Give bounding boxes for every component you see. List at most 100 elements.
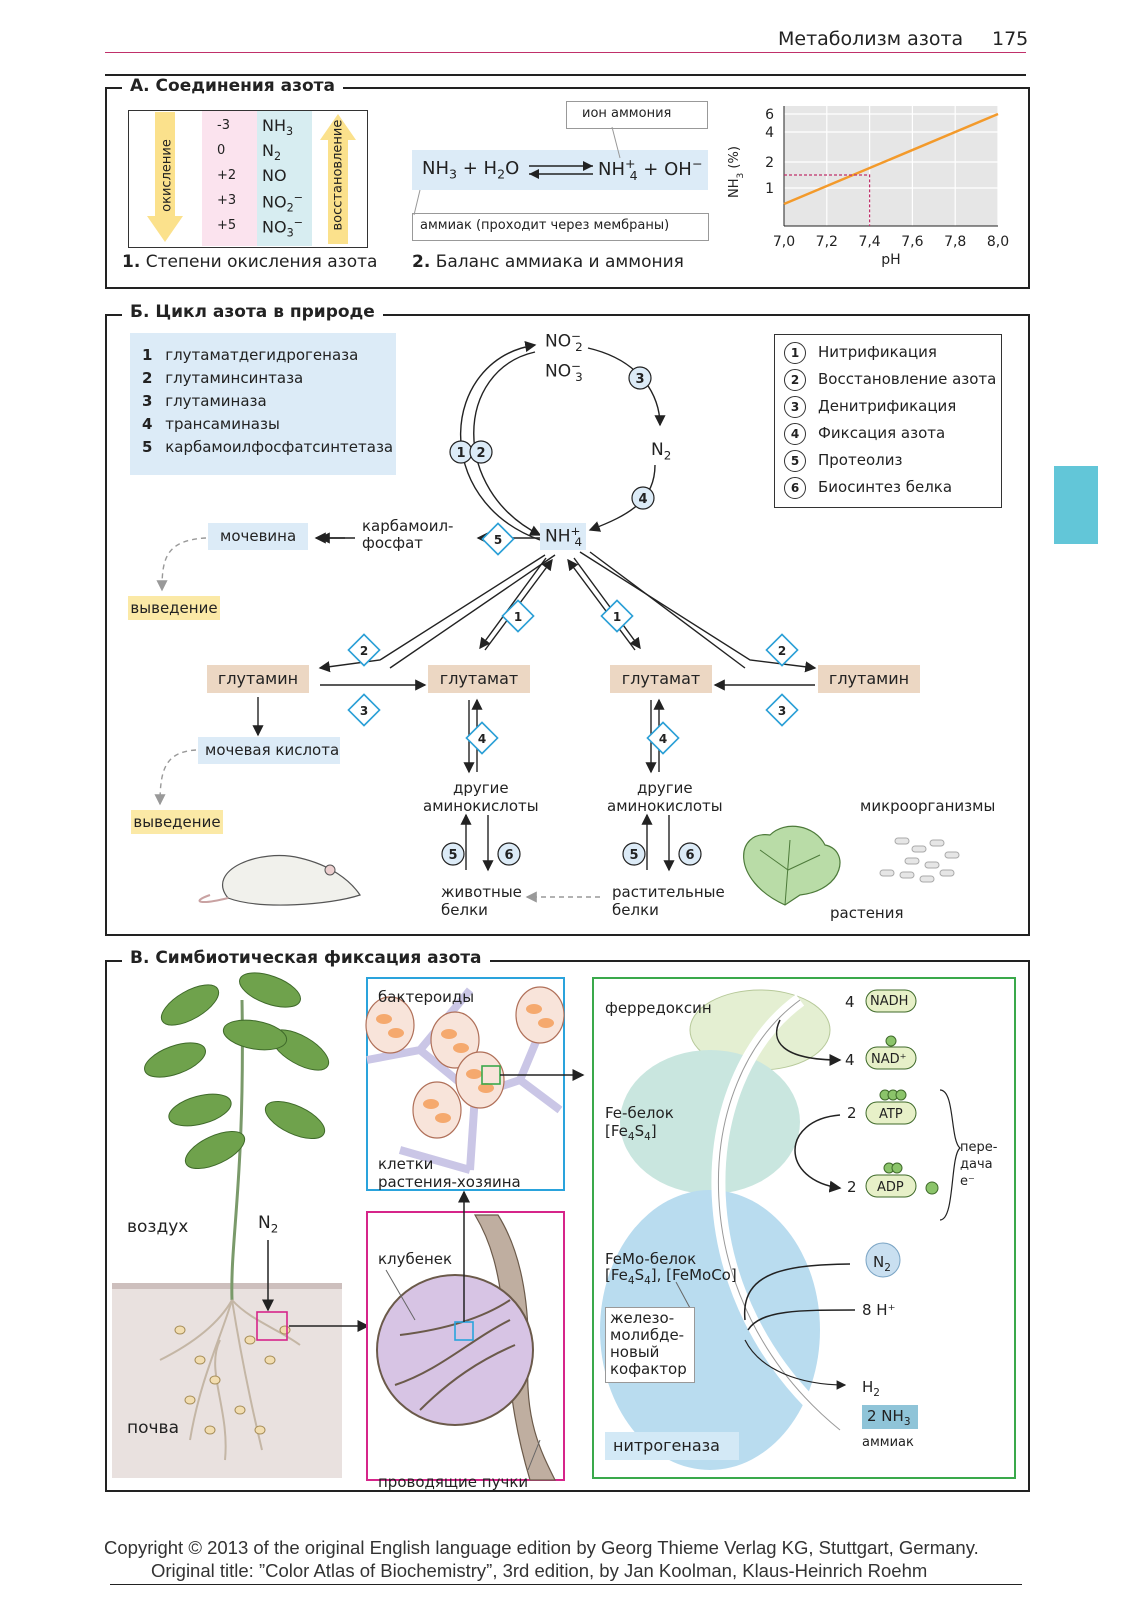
chart-x-tick-label: 7,4	[858, 234, 880, 250]
carbamoyl-label-1: карбамоил-	[362, 517, 454, 535]
fe-protein-cluster: [Fe4S4]	[605, 1122, 657, 1143]
chart-annotation-line	[784, 174, 871, 226]
cycle-badge-3-label: 3	[635, 372, 644, 387]
chart-x-tick-label: 7,0	[773, 234, 795, 250]
process-item: Восстановление азота	[818, 370, 997, 388]
section-a-box	[105, 87, 1030, 289]
plant-leaf-1	[239, 972, 301, 1008]
h2-output-arrow	[744, 1339, 847, 1390]
other-aa-right-2: аминокислоты	[607, 797, 723, 815]
rat-illustration	[221, 854, 361, 906]
enzyme-badge-3-left	[347, 693, 381, 727]
h-plus-label: 8 H⁺	[862, 1301, 896, 1319]
uric-acid-node	[198, 737, 340, 764]
fe-protein-label: Fe-белок	[605, 1104, 674, 1122]
ammonium-label: NH+4	[545, 524, 583, 550]
transfer-label-2: дача	[960, 1157, 993, 1172]
nodule-label: клубенек	[378, 1250, 453, 1268]
ammonia-product-label: аммиак	[862, 1435, 914, 1450]
other-aa-left-1: другие	[453, 779, 509, 797]
ammonium-glutamate-left-a	[479, 557, 547, 650]
ox-state-species: NO3−	[262, 216, 304, 240]
enzyme-item: 4 трансаминазы	[142, 415, 280, 433]
released-phosphate	[925, 1181, 939, 1195]
chart-x-tick-label: 7,8	[944, 234, 966, 250]
plant-root-2	[159, 1299, 233, 1361]
bacteroid-3a	[423, 1099, 439, 1109]
equilibrium-box	[412, 150, 708, 190]
cycle-badge-2-label: 2	[476, 446, 485, 461]
bacteroids-label: бактероиды	[378, 988, 475, 1006]
root-nodule-5	[234, 1405, 246, 1415]
ammonia-label: аммиак (проходит через мембраны)	[420, 218, 670, 233]
enzyme-badge-4-right	[646, 721, 680, 755]
femo-protein-shape	[600, 1190, 820, 1470]
ox-state-number: 0	[217, 143, 226, 158]
bacteroid-cell-4	[515, 986, 565, 1044]
ammonium-to-glutamine-left-1	[318, 554, 546, 673]
uric-acid-label: мочевая кислота	[205, 741, 340, 759]
host-cells-label-1: клетки	[378, 1155, 434, 1173]
section-a-title: А. Соединения азота	[122, 76, 343, 96]
glutamine-left: глутамин	[207, 665, 309, 693]
microorganism-3	[904, 857, 920, 865]
process-legend	[774, 334, 1002, 508]
ammonium-node	[540, 523, 586, 550]
equilibrium-left: NH3 + H2O	[422, 158, 520, 182]
cofactor-label-1: железо-	[610, 1309, 675, 1327]
section-c-box	[105, 960, 1030, 1492]
denitrification-arc	[587, 347, 666, 427]
nh3-product-box	[862, 1405, 918, 1429]
nodule-highlight-box	[256, 1311, 288, 1341]
h-input-curve	[747, 1309, 856, 1331]
reduction-label: восстановление	[330, 119, 346, 231]
urea-excretion-arrow	[156, 537, 207, 592]
bacteroid-cell-3	[412, 1081, 462, 1139]
ion-label-box	[566, 101, 708, 129]
copyright-line-1: Copyright © 2013 of the original English…	[104, 1537, 979, 1558]
root-nodule-7	[254, 1425, 266, 1435]
transfer-label-3: e⁻	[960, 1174, 975, 1189]
enzyme-badge-3-left-label: 3	[360, 704, 368, 718]
badge-proteolysis-left-label: 5	[448, 848, 457, 863]
vascular-bundles	[394, 1299, 516, 1411]
nadh-count: 4	[845, 993, 855, 1011]
host-cells-label-2: растения-хозяина	[378, 1173, 521, 1191]
enzyme-badge-1-right-label: 1	[613, 610, 621, 624]
process-item: Денитрификация	[818, 397, 957, 415]
microorganism-8	[919, 875, 935, 883]
glutamate-right: глутамат	[610, 665, 712, 693]
reduction-arrow	[320, 114, 356, 244]
root-nodule-4	[264, 1355, 276, 1365]
cofactor-label-3: новый	[610, 1343, 660, 1361]
animal-proteins-2: белки	[441, 901, 488, 919]
cycle-badge-1-label: 1	[456, 446, 465, 461]
nad-count: 4	[845, 1051, 855, 1069]
enzyme-badge-1-left	[501, 599, 535, 633]
enzyme-badge-3-right	[765, 693, 799, 727]
cofactor-box	[605, 1307, 695, 1383]
section-b-box	[105, 314, 1030, 936]
ox-state-number: -3	[217, 118, 230, 133]
oxidation-arrow	[147, 112, 183, 242]
femo-protein-cluster: [Fe4S4], [FeMoCo]	[605, 1266, 737, 1287]
enzyme-badge-4-right-label: 4	[659, 732, 667, 746]
process-number-badge: 2	[784, 369, 806, 391]
copyright-line-2: Original title: ”Color Atlas of Biochemi…	[151, 1560, 928, 1581]
bacteroid-1a	[441, 1029, 457, 1039]
root-nodule-8	[184, 1395, 196, 1405]
plant-proteins-2: белки	[612, 901, 659, 919]
badge-biosynthesis-left-label: 6	[504, 848, 513, 863]
process-number-badge: 6	[784, 477, 806, 499]
cycle-arc-down-inner	[473, 351, 542, 536]
caption-2: 2. Баланс аммиака и аммония	[412, 252, 684, 272]
running-header-title: Метаболизм азота	[778, 28, 964, 50]
nad-pill	[865, 1046, 917, 1070]
phosphate-dot-3	[895, 1089, 907, 1101]
cycle-badge-4-label: 4	[638, 492, 647, 507]
atp-label: ATP	[879, 1107, 903, 1122]
nh3-product-label: 2 NH3	[867, 1407, 911, 1428]
nodule-leader	[385, 1269, 416, 1321]
enzyme-badge-5	[481, 522, 515, 556]
